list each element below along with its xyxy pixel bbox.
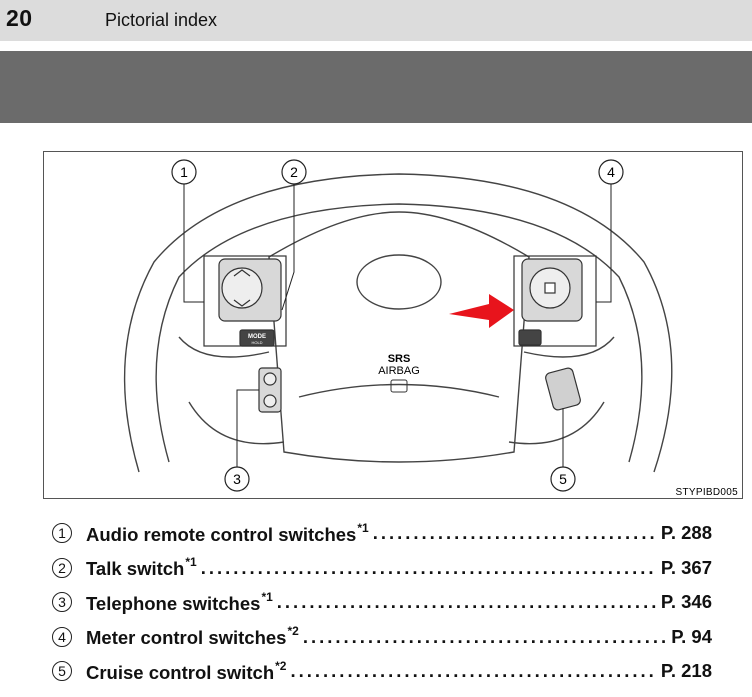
index-note: *1 — [261, 589, 273, 604]
callout-4-label: 4 — [607, 164, 615, 180]
page-reference: P. 94 — [671, 625, 712, 647]
highlight-arrow-icon — [449, 294, 514, 328]
wheel-rim-inner — [155, 203, 643, 463]
dot-leader: ........................................… — [276, 591, 657, 613]
page-reference: P. 346 — [660, 591, 712, 613]
index-number: 3 — [52, 592, 72, 613]
page-reference: P. 288 — [660, 522, 712, 544]
index-number: 5 — [52, 661, 72, 682]
airbag-srs-text: SRS — [388, 353, 411, 365]
page-reference: P. 218 — [660, 660, 712, 682]
index-number: 4 — [52, 626, 72, 647]
callout-2-label: 2 — [290, 164, 298, 180]
index-row: 4 Meter control switches*2 .............… — [52, 620, 712, 655]
index-number: 2 — [52, 557, 72, 578]
index-label: Telephone switches*1 — [86, 589, 273, 614]
index-label: Meter control switches*2 — [86, 624, 299, 649]
callout-5-label: 5 — [559, 471, 567, 487]
dot-leader: ........................................… — [290, 660, 657, 682]
index-note: *2 — [287, 624, 299, 639]
wheel-rim-outer — [123, 173, 673, 473]
index-row: 5 Cruise control switch*2 ..............… — [52, 654, 712, 689]
section-band — [0, 51, 752, 123]
cruise-control-stalk — [545, 367, 581, 411]
callout-3 — [224, 466, 250, 492]
index-label: Cruise control switch*2 — [86, 658, 287, 683]
section-title: Pictorial index — [105, 10, 218, 30]
steering-wheel-illustration: MODE HOLD — [123, 159, 739, 498]
page-reference: P. 367 — [660, 556, 712, 578]
mode-button-label: MODE — [248, 334, 266, 340]
index-note: *1 — [185, 555, 197, 570]
airbag-text: AIRBAG — [378, 365, 420, 377]
index-row: 1 Audio remote control switches*1 ......… — [52, 516, 712, 551]
page-number: 20 — [6, 5, 33, 31]
callout-3-label: 3 — [233, 471, 241, 487]
wheel-logo — [356, 254, 442, 310]
dot-leader: ........................................… — [372, 522, 657, 544]
callout-5 — [550, 466, 576, 492]
index-list: 1 Audio remote control switches*1 ......… — [52, 516, 712, 689]
right-switch-box — [513, 255, 597, 347]
header-bar: 20 Pictorial index — [0, 0, 752, 41]
callout-4 — [598, 159, 624, 185]
index-row: 3 Telephone switches*1 .................… — [52, 585, 712, 620]
dot-leader: ........................................… — [302, 625, 667, 647]
figure-code: STYPIBD005 — [676, 487, 739, 498]
callout-1 — [171, 159, 197, 185]
callout-1-label: 1 — [180, 164, 188, 180]
horn-icon — [390, 379, 408, 393]
mode-button-sublabel: HOLD — [251, 340, 262, 345]
index-note: *1 — [357, 520, 369, 535]
index-label: Talk switch*1 — [86, 555, 197, 580]
dot-leader: ........................................… — [200, 556, 657, 578]
index-number: 1 — [52, 523, 72, 544]
wheel-hub — [268, 211, 530, 463]
index-label: Audio remote control switches*1 — [86, 520, 369, 545]
steering-wheel-figure: MODE HOLD — [43, 151, 743, 499]
callout-2 — [281, 159, 307, 185]
index-note: *2 — [275, 658, 287, 673]
index-row: 2 Talk switch*1 ........................… — [52, 551, 712, 586]
